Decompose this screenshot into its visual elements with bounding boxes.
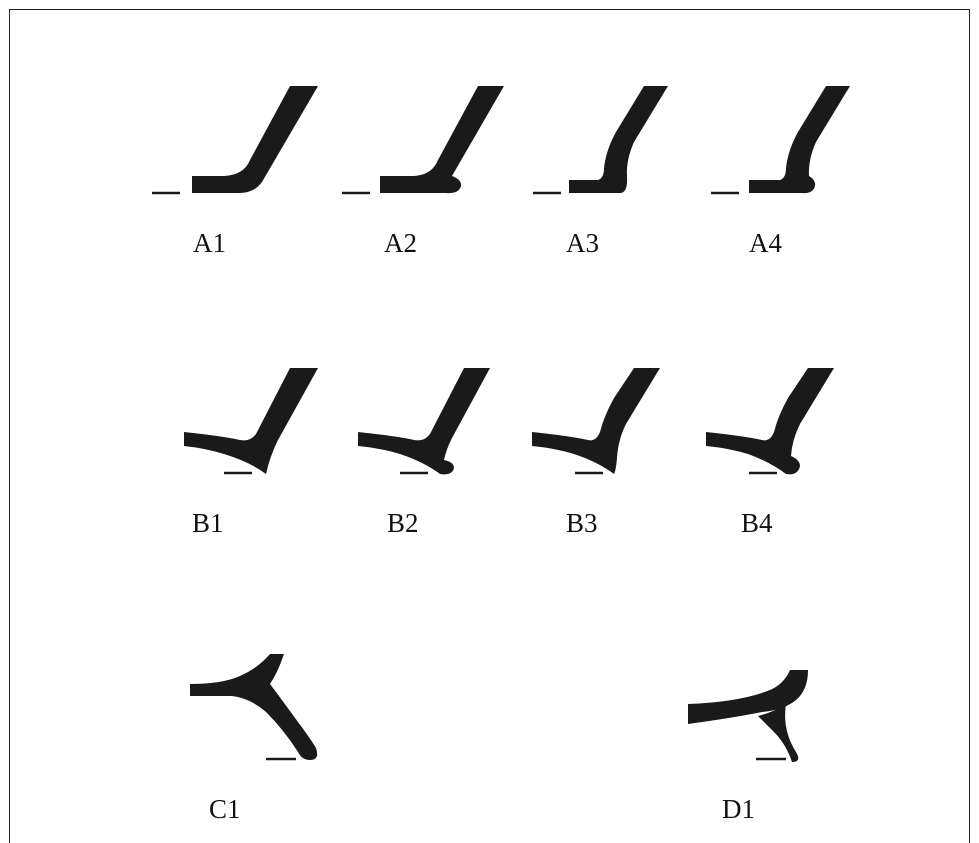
- profile-a3: [533, 86, 668, 193]
- profile-b2: [358, 368, 490, 474]
- label-b1: B1: [192, 508, 224, 538]
- profile-c1: [190, 654, 317, 760]
- label-a4: A4: [749, 228, 782, 258]
- profile-a4: [711, 86, 850, 193]
- label-b3: B3: [566, 508, 598, 538]
- profile-a1: [152, 86, 318, 193]
- profile-d1: [688, 670, 808, 762]
- label-a2: A2: [384, 228, 417, 258]
- profile-a2: [342, 86, 504, 193]
- label-b2: B2: [387, 508, 419, 538]
- label-a3: A3: [566, 228, 599, 258]
- label-c1: C1: [209, 794, 241, 824]
- label-a1: A1: [193, 228, 226, 258]
- profile-b3: [532, 368, 660, 474]
- label-d1: D1: [722, 794, 755, 824]
- profile-b4: [706, 368, 834, 474]
- label-b4: B4: [741, 508, 773, 538]
- profile-b1: [184, 368, 318, 474]
